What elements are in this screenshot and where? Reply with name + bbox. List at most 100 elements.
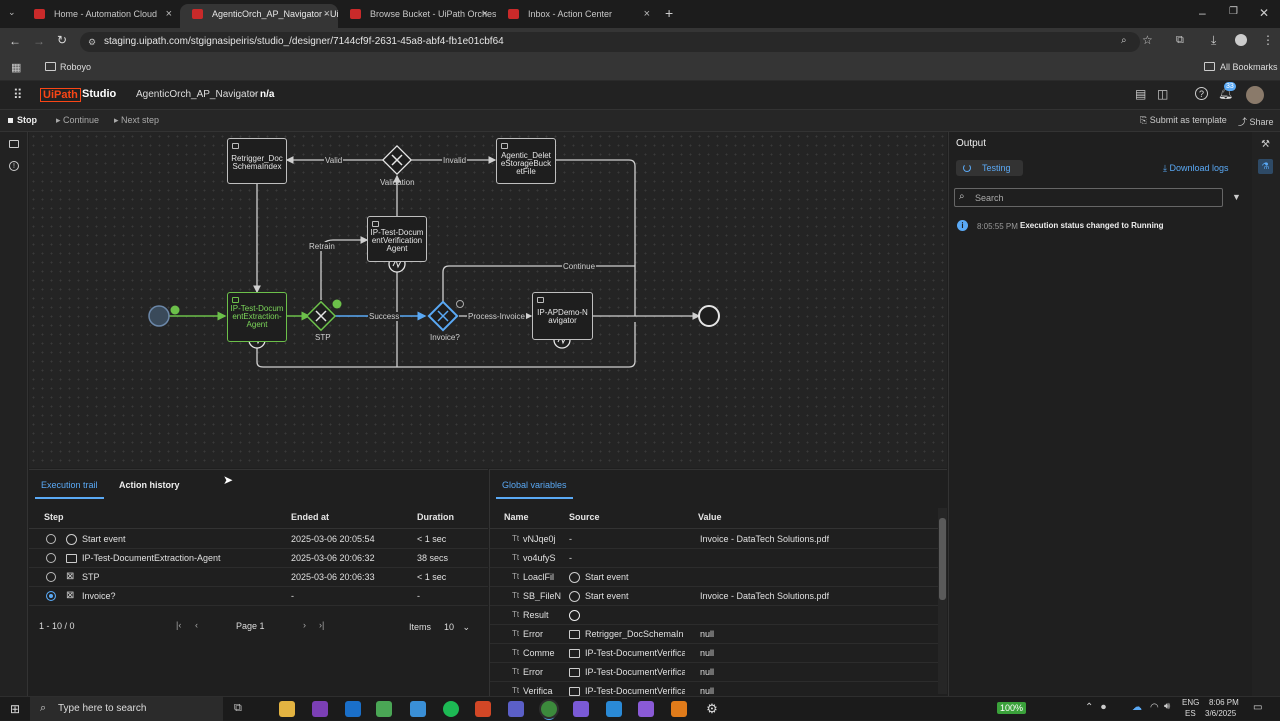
recorder-icon[interactable]: ◫ [1157,87,1169,101]
col-step[interactable]: Step [44,512,64,522]
table-row[interactable]: Tt Error Retrigger_DocSchemaIn null [490,625,938,644]
zoom-icon[interactable]: ⌕ [1121,35,1127,46]
last-page-icon[interactable]: ›| [319,620,325,630]
table-row[interactable]: Tt Comme IP-Test-DocumentVerifica null [490,644,938,663]
minimize-icon[interactable]: – [1199,6,1206,20]
stop-button[interactable]: Stop [8,115,37,125]
snipping-icon[interactable] [410,701,426,717]
avatar[interactable] [1246,86,1264,104]
spotify-icon[interactable] [443,701,459,717]
tab-designer[interactable]: AgenticOrch_AP_Navigator - Ui × [180,4,338,28]
task-extraction[interactable]: IP-Test-DocumentExtraction-Agent [227,292,287,342]
restore-icon[interactable]: ❐ [1229,6,1238,17]
notepad-icon[interactable] [376,701,392,717]
next-page-icon[interactable]: › [303,620,306,630]
downloads-icon[interactable]: ⤓ [1211,33,1217,47]
table-row[interactable]: Tt vNJqe0j - Invoice - DataTech Solution… [490,530,938,549]
outlook-icon[interactable] [345,701,361,717]
new-tab-icon[interactable]: + [665,5,674,21]
scrollbar-thumb[interactable] [939,518,946,600]
vertical-scrollbar[interactable] [938,508,947,694]
close-icon[interactable]: × [165,8,172,20]
mic-icon[interactable]: ⏺︎ [1101,702,1106,713]
tab-search-icon[interactable]: ⌄ [8,7,16,17]
table-row[interactable]: Tt LoaclFil Start event [490,568,938,587]
tab-inbox[interactable]: Inbox - Action Center × [496,4,658,28]
process-canvas[interactable]: Retrigger_DocSchemaIndex Agentic_DeleteS… [29,132,947,468]
test-icon[interactable]: ⚗ [1258,159,1273,174]
table-row[interactable]: ⊠ STP 2025-03-06 20:06:33 < 1 sec [29,568,488,587]
col-source[interactable]: Source [569,512,600,522]
onedrive-icon[interactable]: ☁ [1132,702,1142,713]
first-page-icon[interactable]: |‹ [176,620,182,630]
output-search-input[interactable]: ⌕ Search [954,188,1223,207]
next-step-button[interactable]: ▸ Next step [114,115,160,125]
volume-icon[interactable]: 🔊︎ [1164,701,1171,712]
apps-launcher-icon[interactable]: ⠿ [13,87,23,102]
notification-center-icon[interactable]: ▭ [1253,702,1263,713]
taskbar-search-input[interactable]: ⌕ Type here to search [30,697,223,721]
checkbox[interactable] [46,553,56,563]
tab-global-variables[interactable]: Global variables [496,480,573,499]
tool-icon[interactable]: ⚒ [1261,139,1270,150]
uipath-robot-icon[interactable] [638,701,654,717]
uipath-assistant-icon[interactable] [573,701,589,717]
uipath-orange-icon[interactable] [671,701,687,717]
all-bookmarks[interactable]: All Bookmarks [1220,62,1278,72]
col-name[interactable]: Name [504,512,529,522]
tab-home[interactable]: Home - Automation Cloud × [22,4,180,28]
browser-menu-icon[interactable]: ⋮ [1262,33,1274,47]
file-explorer-icon[interactable] [279,701,295,717]
checkbox[interactable] [46,534,56,544]
col-value[interactable]: Value [698,512,722,522]
powerpoint-icon[interactable] [475,701,491,717]
bookmark-roboyo[interactable]: Roboyo [60,62,92,72]
explorer-icon[interactable] [9,140,19,148]
lang-indicator[interactable]: ENG [1182,698,1200,707]
table-row[interactable]: ⊠ Invoice? - - [29,587,488,606]
tab-action-history[interactable]: Action history [119,480,180,490]
reload-icon[interactable]: ↻ [57,33,68,47]
close-icon[interactable]: × [323,8,330,20]
bookmark-star-icon[interactable]: ☆ [1142,33,1153,47]
window-close-icon[interactable]: ✕ [1259,6,1270,20]
site-info-icon[interactable]: ⚙ [88,37,97,47]
col-ended[interactable]: Ended at [291,512,330,522]
checkbox[interactable] [46,572,56,582]
clock-time[interactable]: 8:06 PM [1209,698,1239,707]
task-retrigger[interactable]: Retrigger_DocSchemaIndex [227,138,287,184]
tab-bucket[interactable]: Browse Bucket - UiPath Orches × [338,4,496,28]
back-icon[interactable]: ← [9,34,21,48]
task-verification[interactable]: IP-Test-DocumentVerificationAgent [367,216,427,262]
info-icon[interactable]: ! [9,161,19,171]
task-delete-storage[interactable]: Agentic_DeleteStorageBucketFile [496,138,556,184]
table-row[interactable]: Tt Error IP-Test-DocumentVerifica null [490,663,938,682]
feedback-icon[interactable]: ▤ [1135,87,1147,101]
settings-icon[interactable]: ⚙ [706,701,718,716]
task-navigator[interactable]: IP-APDemo-Navigator [532,292,593,340]
table-row[interactable]: IP-Test-DocumentExtraction-Agent 2025-03… [29,549,488,568]
table-row[interactable]: Start event 2025-03-06 20:05:54 < 1 sec [29,530,488,549]
submit-template-button[interactable]: ⎘ Submit as template [1140,115,1227,125]
forward-icon[interactable]: → [33,34,45,48]
prev-page-icon[interactable]: ‹ [195,620,198,630]
download-logs-button[interactable]: ⤓ Download logs [1163,163,1229,174]
apps-grid-icon[interactable]: ▦ [11,62,22,74]
profile-icon[interactable] [1235,34,1247,46]
close-icon[interactable]: × [481,8,488,20]
table-row[interactable]: Tt Verifica IP-Test-DocumentVerifica nul… [490,682,938,697]
filter-icon[interactable]: ▼ [1232,192,1241,202]
breadcrumb-project[interactable]: AgenticOrch_AP_Navigator [136,89,259,100]
table-row[interactable]: Tt vo4ufyS - [490,549,938,568]
task-view-icon[interactable]: ⧉ [234,702,242,714]
col-duration[interactable]: Duration [417,512,454,522]
checkbox[interactable] [46,591,56,601]
chrome-icon[interactable] [541,701,557,717]
items-per-page-select[interactable]: 10 ⌄ [444,622,470,633]
uipath-studio-icon[interactable] [606,701,622,717]
close-icon[interactable]: × [643,8,650,20]
onenote-icon[interactable] [312,701,328,717]
table-row[interactable]: Tt SB_FileN Start event Invoice - DataTe… [490,587,938,606]
wifi-icon[interactable]: ◠ [1150,702,1159,713]
windows-start-icon[interactable]: ⊞ [10,702,21,716]
